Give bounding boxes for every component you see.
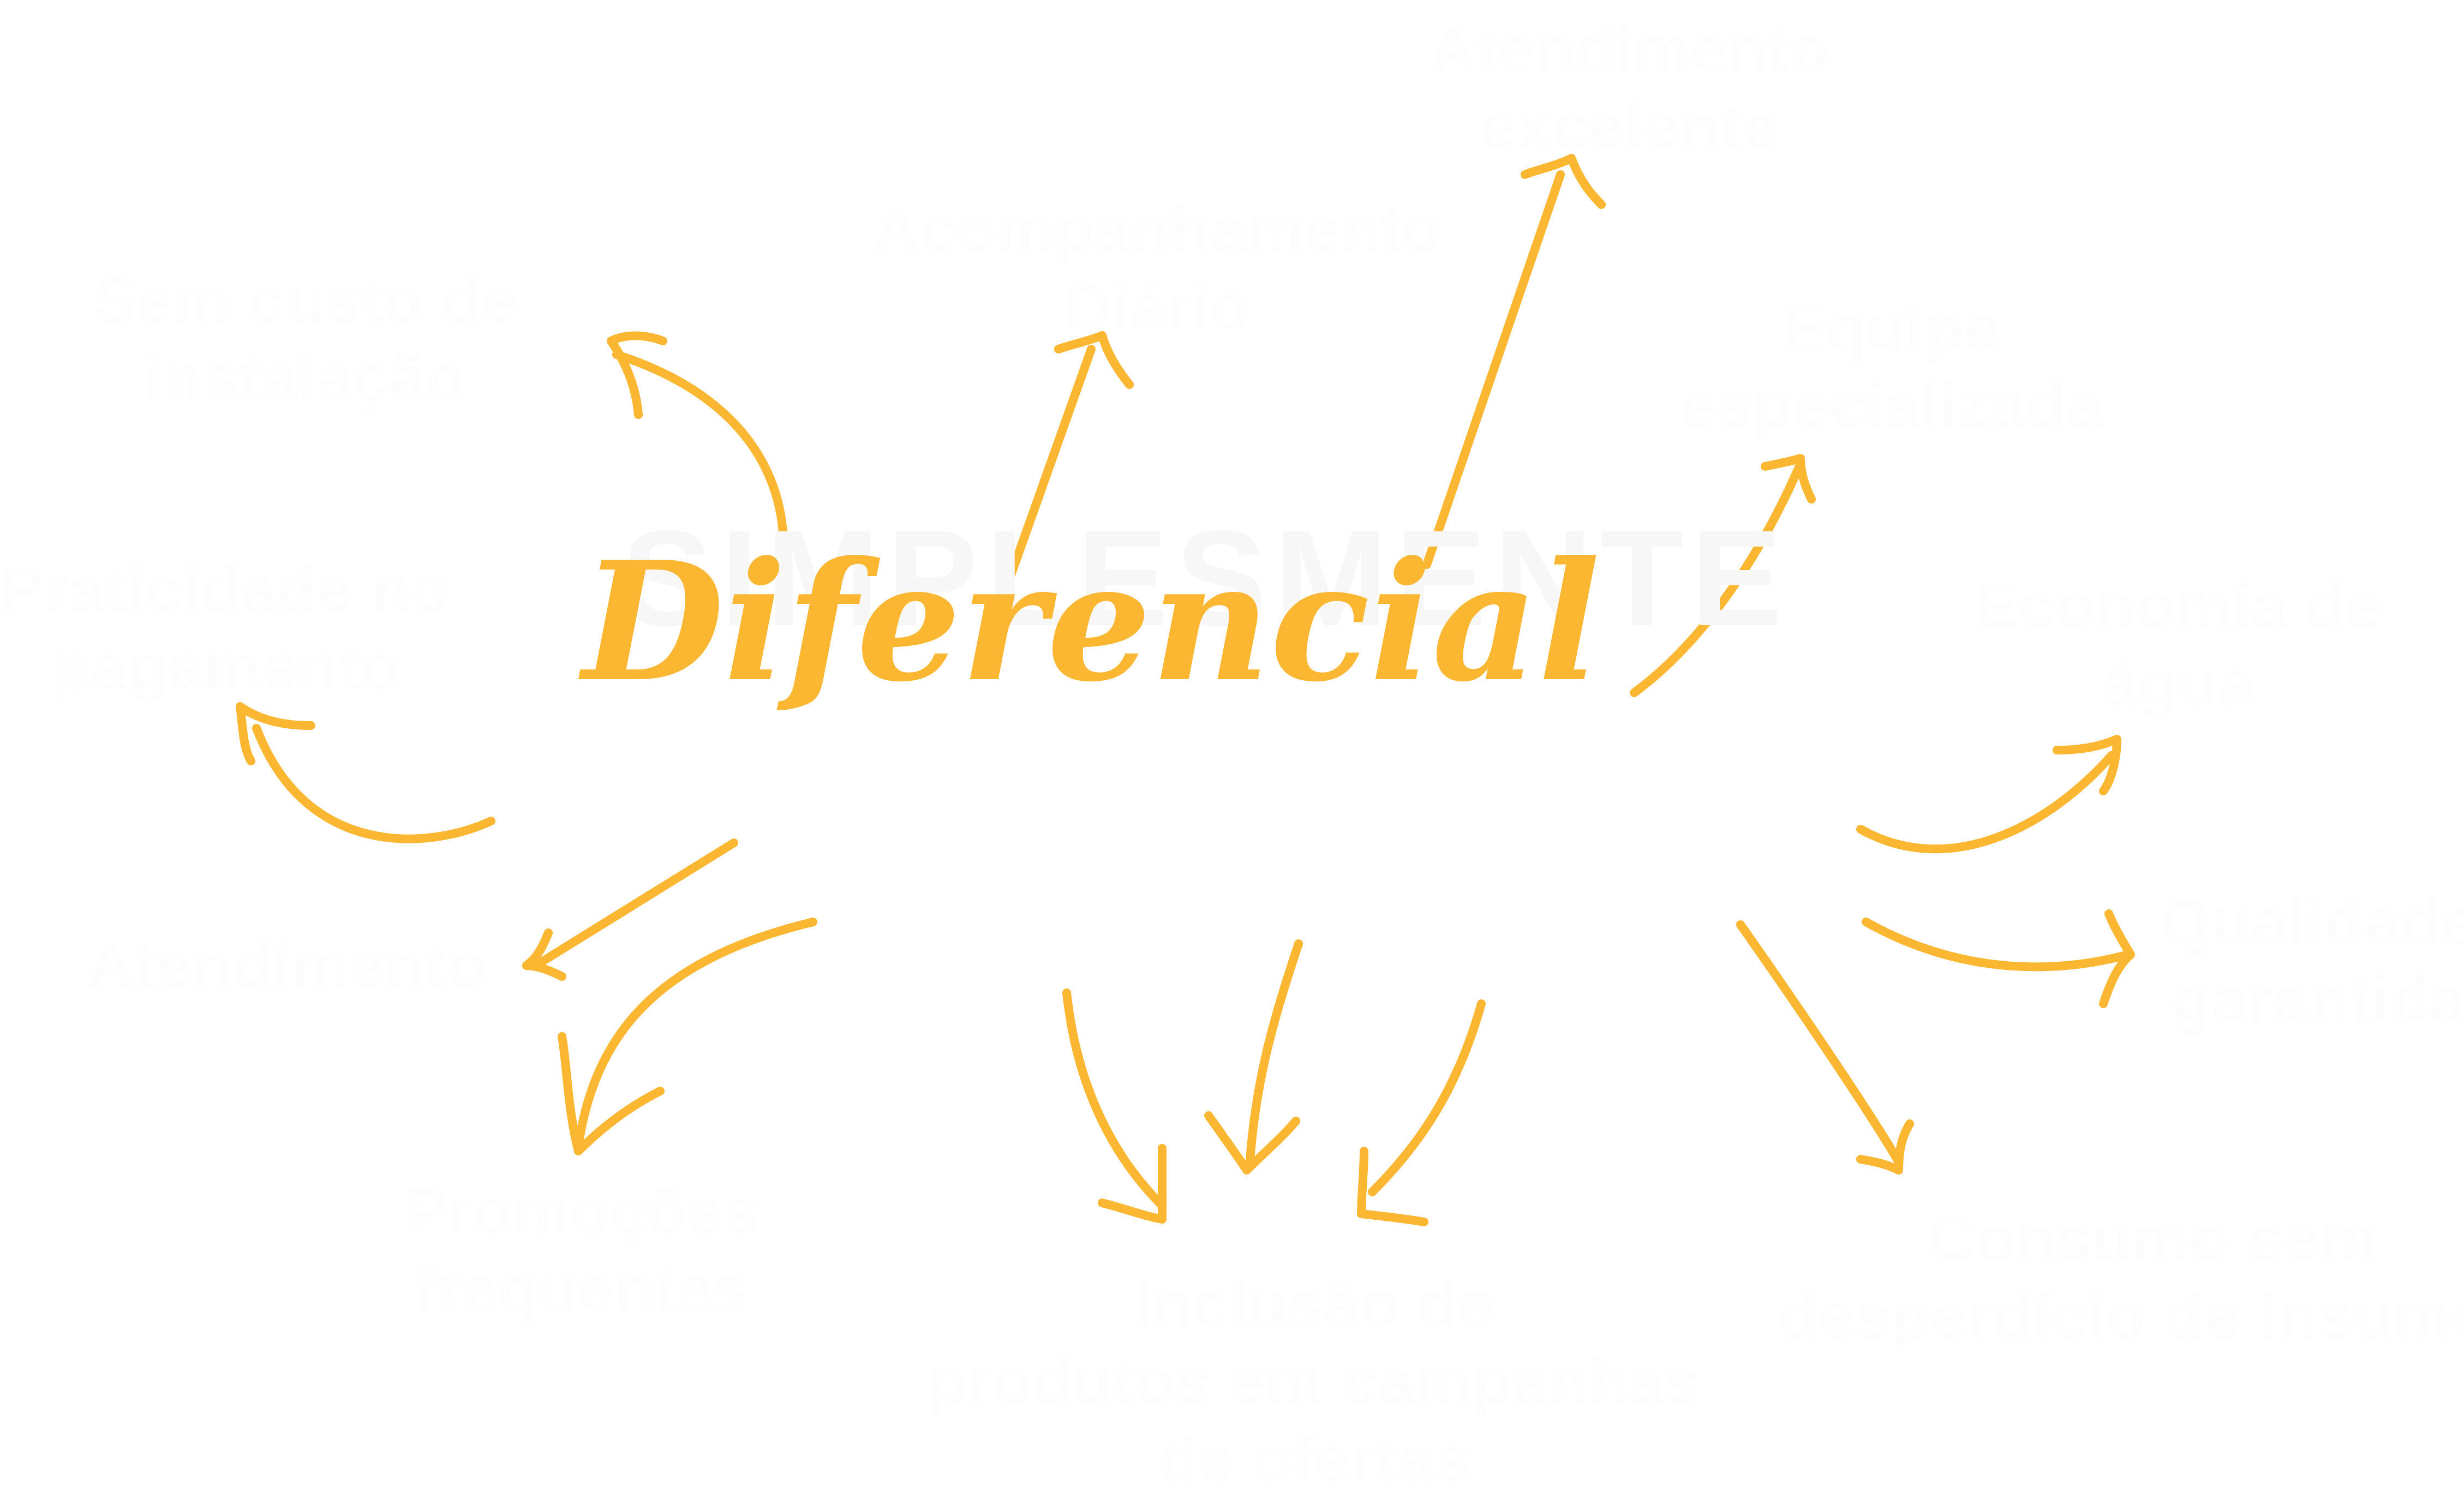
arrowhead-top-mid — [1054, 331, 1134, 389]
diagram-canvas: SIMPLESMENTE Diferencial Atendimento exc… — [0, 14, 2464, 1352]
label-bottom-left: Promoções frequentes — [404, 1176, 759, 1325]
label-top-far: Atendimento excelente — [1430, 14, 1829, 163]
label-right-top: Equipe especializada — [1680, 292, 2103, 441]
arrow-layer — [236, 154, 2135, 1226]
arrowhead-bottom-mid-b — [1204, 1111, 1300, 1175]
label-bottom-mid: Inclusão de produtos em campanhas de ofe… — [928, 1268, 1701, 1495]
arrowhead-bottom-mid-c — [1357, 1147, 1428, 1226]
arrow-to-right-mid — [1856, 751, 2116, 854]
arrowhead-right-low — [2099, 909, 2135, 1008]
arrowhead-bottom-right — [1856, 1119, 1914, 1175]
arrow-to-bottom-right — [1736, 920, 1903, 1166]
arrow-to-bottom-left — [574, 918, 817, 1150]
label-top-left: Sem custo de instalação — [93, 265, 518, 414]
label-bottom-right: Consumo sem desperdício de insumos — [1779, 1203, 2464, 1352]
arrow-to-left-low — [536, 838, 738, 967]
arrowhead-bottom-left — [558, 1032, 665, 1155]
label-left-mid: Praticidade no pagamento — [0, 554, 452, 703]
arrow-to-bottom-mid-b — [1245, 939, 1303, 1172]
arrow-to-right-low — [1862, 918, 2132, 972]
label-right-mid: Economia de água — [1975, 570, 2382, 720]
arrow-to-bottom-mid-a — [1062, 988, 1167, 1210]
arrowhead-top-left — [607, 331, 667, 419]
arrow-to-top-left — [612, 350, 788, 588]
label-left-low: Atendimento — [87, 930, 487, 1002]
arrow-to-top-mid — [1000, 345, 1096, 599]
arrowhead-left-low — [522, 928, 566, 981]
label-top-mid: Acompanhamento Diário — [873, 194, 1443, 343]
arrowhead-right-top — [1761, 454, 1816, 504]
arrow-to-bottom-mid-c — [1368, 999, 1486, 1196]
arrowhead-top-far — [1521, 154, 1606, 209]
arrowhead-left-mid — [236, 702, 315, 765]
arrow-to-top-far — [1422, 170, 1565, 569]
label-right-low: Qualidade garantida — [2161, 886, 2464, 1036]
arrow-to-left-mid — [252, 724, 495, 843]
arrow-to-right-top — [1630, 459, 1805, 697]
arrowhead-right-mid — [2053, 735, 2121, 795]
center-title: SIMPLESMENTE — [621, 502, 1790, 654]
arrowhead-bottom-mid-a — [1098, 1144, 1167, 1224]
center-script-word: Diferencial — [582, 525, 1601, 718]
